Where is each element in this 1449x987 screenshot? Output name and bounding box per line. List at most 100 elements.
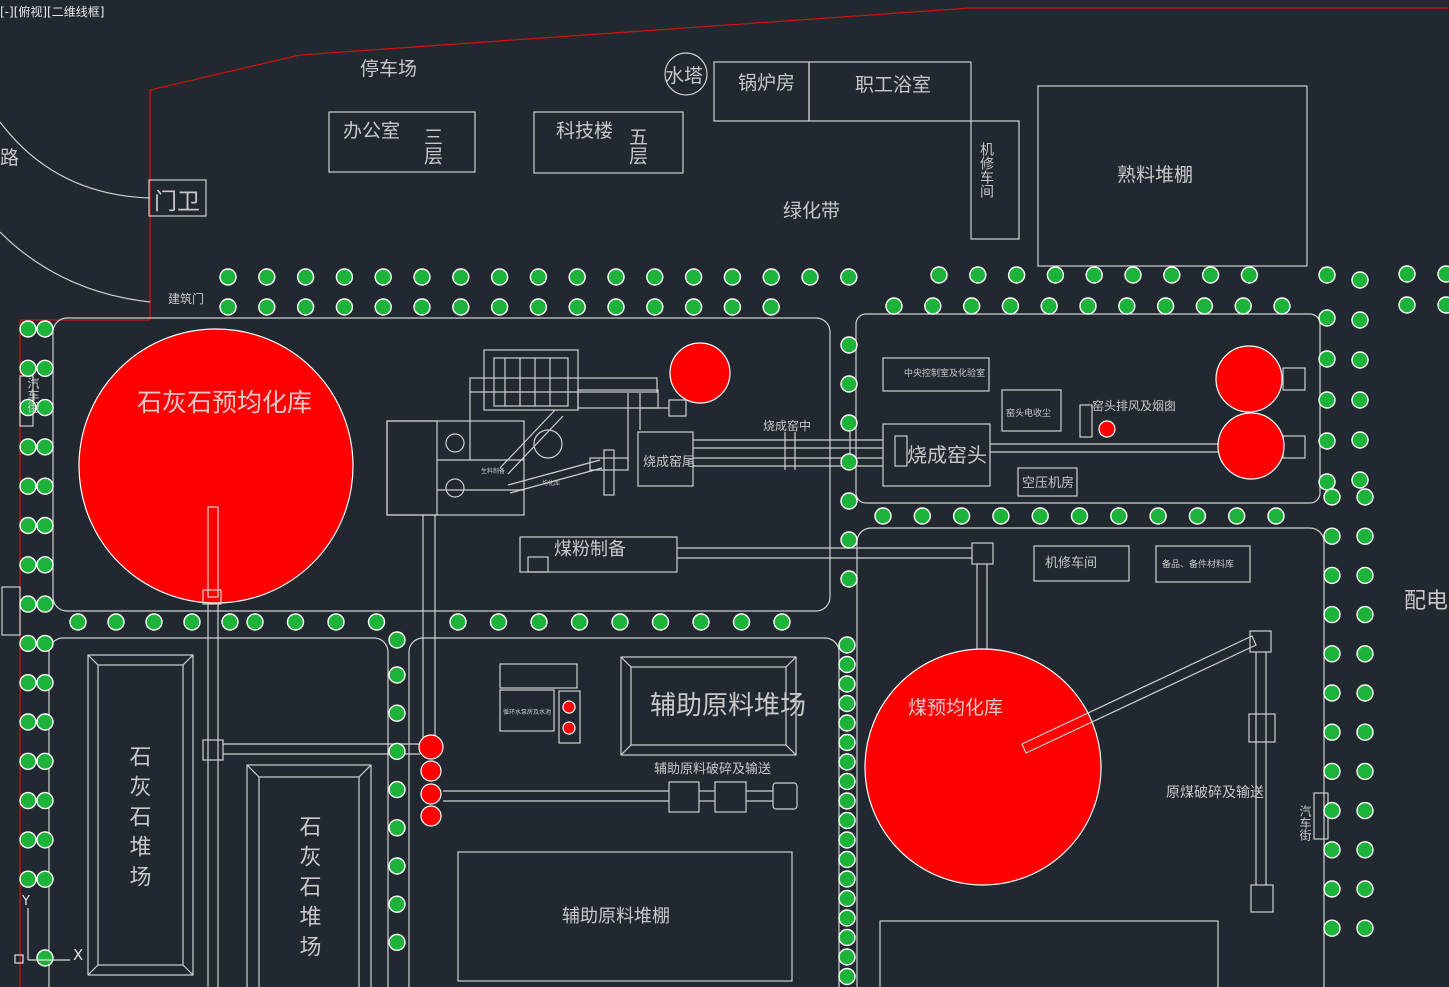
- circulating-water-pump-indicators: [562, 700, 576, 735]
- tree-icon: [838, 792, 856, 810]
- tree-icon: [1323, 488, 1341, 506]
- aux-material-area[interactable]: [443, 656, 798, 982]
- tree-icon: [1118, 297, 1136, 315]
- label-construction-gate: 建筑门: [168, 291, 204, 306]
- raw-meal-silo[interactable]: [669, 342, 731, 404]
- label-circulating-water: 循环水泵房及水池: [503, 708, 551, 716]
- tree-icon: [449, 613, 467, 631]
- tree-icon: [1356, 841, 1374, 859]
- property-boundary[interactable]: [19, 7, 1449, 987]
- small-silos[interactable]: [418, 734, 444, 827]
- label-limestone-pre-homogenizing: 石灰石预均化库: [137, 388, 312, 417]
- tree-icon: [489, 613, 508, 631]
- tree-icon: [924, 297, 942, 315]
- clinker-silo-2[interactable]: [1217, 412, 1285, 480]
- tree-icon: [1201, 266, 1220, 284]
- tree-icon: [651, 613, 670, 631]
- right-zone-buildings[interactable]: [879, 545, 1329, 987]
- tree-icon: [723, 298, 742, 316]
- tree-icon: [611, 613, 629, 631]
- label-clinker-shed: 熟料堆棚: [1117, 164, 1193, 186]
- label-kiln-tail: 烧成窑尾: [643, 454, 695, 470]
- tree-icon: [838, 772, 856, 791]
- limestone-yards[interactable]: [87, 654, 372, 987]
- tree-icon: [36, 398, 54, 417]
- tree-icon: [1323, 801, 1341, 820]
- tree-icon: [773, 613, 791, 631]
- label-raw-coal-crushing: 原煤破碎及输送: [1166, 785, 1264, 801]
- tree-icon: [1356, 684, 1374, 702]
- tree-icon: [838, 850, 856, 869]
- tree-icon: [840, 531, 858, 549]
- tree-icon: [36, 831, 54, 849]
- tree-icon: [1323, 919, 1341, 937]
- tree-icon: [19, 595, 37, 613]
- tree-icon: [529, 298, 548, 316]
- tree-icon: [19, 477, 37, 495]
- tree-icon: [840, 268, 858, 286]
- limestone-conveyor: [202, 506, 420, 987]
- tree-icon: [388, 857, 406, 875]
- kiln-head-chimney[interactable]: [1098, 420, 1116, 438]
- tree-icon: [1188, 507, 1207, 525]
- tree-icon: [838, 889, 856, 908]
- tree-icon: [1318, 309, 1336, 327]
- tree-icon: [1351, 471, 1369, 489]
- top-buildings[interactable]: [148, 52, 1308, 267]
- tree-icon: [1240, 266, 1259, 284]
- tree-icon: [684, 268, 703, 286]
- tree-icon: [1124, 266, 1142, 284]
- tree-icon: [568, 268, 586, 286]
- label-limestone-yard-1: 石灰石堆场: [126, 745, 152, 895]
- limestone-pre-homogenizing-silo[interactable]: [78, 328, 354, 604]
- tree-icon: [19, 556, 37, 574]
- tree-icon: [1437, 265, 1449, 283]
- tree-icon: [36, 595, 54, 613]
- ucs-x-label: X: [73, 946, 83, 964]
- tree-icon: [1356, 605, 1374, 624]
- tree-icon: [296, 268, 315, 286]
- tree-icon: [1227, 507, 1246, 525]
- label-aux-material-shed: 辅助原料堆棚: [562, 906, 670, 927]
- tree-icon: [19, 674, 37, 692]
- label-tech-building: 科技楼: [556, 120, 613, 142]
- tree-icon: [1323, 566, 1341, 585]
- tree-icon: [1031, 507, 1049, 525]
- label-kiln-head-dust: 窑头电收尘: [1006, 407, 1051, 419]
- tree-icon: [19, 438, 37, 456]
- tree-icon: [962, 297, 981, 315]
- tree-icon: [19, 398, 37, 417]
- tree-icon: [1398, 265, 1416, 283]
- tree-icon: [838, 753, 856, 771]
- label-kiln-head-exhaust: 窑头排风及烟囱: [1092, 398, 1176, 413]
- tree-icon: [388, 631, 406, 649]
- tree-icon: [840, 453, 858, 471]
- viewport-controls-label[interactable]: [-][俯视][二维线框]: [0, 5, 105, 19]
- tree-icon: [801, 268, 819, 286]
- clinker-silo-1[interactable]: [1215, 345, 1283, 413]
- tree-icon: [413, 298, 431, 316]
- tree-icon: [570, 613, 589, 631]
- raw-mill-complex[interactable]: [386, 349, 701, 740]
- tree-icon: [1356, 566, 1374, 585]
- tree-icon: [335, 268, 354, 286]
- tree-icon: [19, 791, 37, 810]
- tree-icon: [1351, 431, 1369, 449]
- tree-icon: [1356, 801, 1374, 820]
- tree-icon: [1273, 297, 1291, 315]
- tree-icon: [1356, 880, 1374, 898]
- tree-icon: [1356, 723, 1374, 741]
- tree-icon: [1323, 762, 1341, 781]
- tree-icon: [19, 752, 37, 770]
- tree-icon: [36, 949, 54, 967]
- tree-icon: [1195, 297, 1214, 315]
- coal-pre-homogenizing-silo[interactable]: [864, 648, 1102, 886]
- tree-icon: [107, 613, 125, 631]
- tree-icon: [388, 933, 406, 952]
- label-coal-pre-homogenizing: 煤预均化库: [908, 697, 1003, 719]
- tree-icon: [1163, 266, 1181, 284]
- tree-icon: [1234, 297, 1252, 315]
- coal-powder-preparation[interactable]: [519, 536, 994, 650]
- tree-icon: [1351, 271, 1369, 289]
